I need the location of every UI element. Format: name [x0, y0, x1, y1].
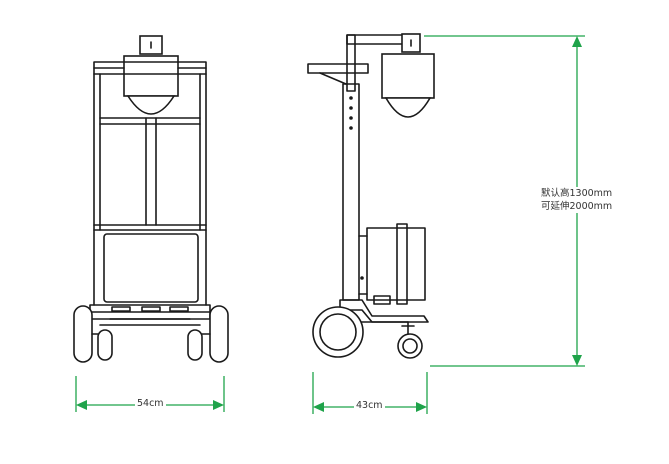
side-battery-pack [366, 227, 426, 301]
front-wheel-right [209, 305, 229, 363]
front-view [73, 35, 229, 363]
front-caster-left [97, 329, 113, 361]
height-label: 默认高1300mm 可延伸2000mm [541, 187, 613, 213]
side-camera-housing [381, 53, 435, 99]
side-view [307, 33, 435, 359]
height-default-label: 默认高1300mm [541, 188, 613, 199]
side-caster-wheel [397, 333, 423, 359]
front-caster-right [187, 329, 203, 361]
front-battery-box [103, 233, 199, 303]
width-label: 54cm [135, 398, 166, 409]
depth-label: 43cm [354, 400, 385, 411]
side-camera-dome [384, 97, 432, 118]
front-wheel-left [73, 305, 93, 363]
front-camera-dome [126, 95, 176, 115]
side-battery-clamp [396, 223, 408, 305]
height-extended-label: 可延伸2000mm [541, 201, 613, 212]
side-handle [307, 63, 369, 74]
